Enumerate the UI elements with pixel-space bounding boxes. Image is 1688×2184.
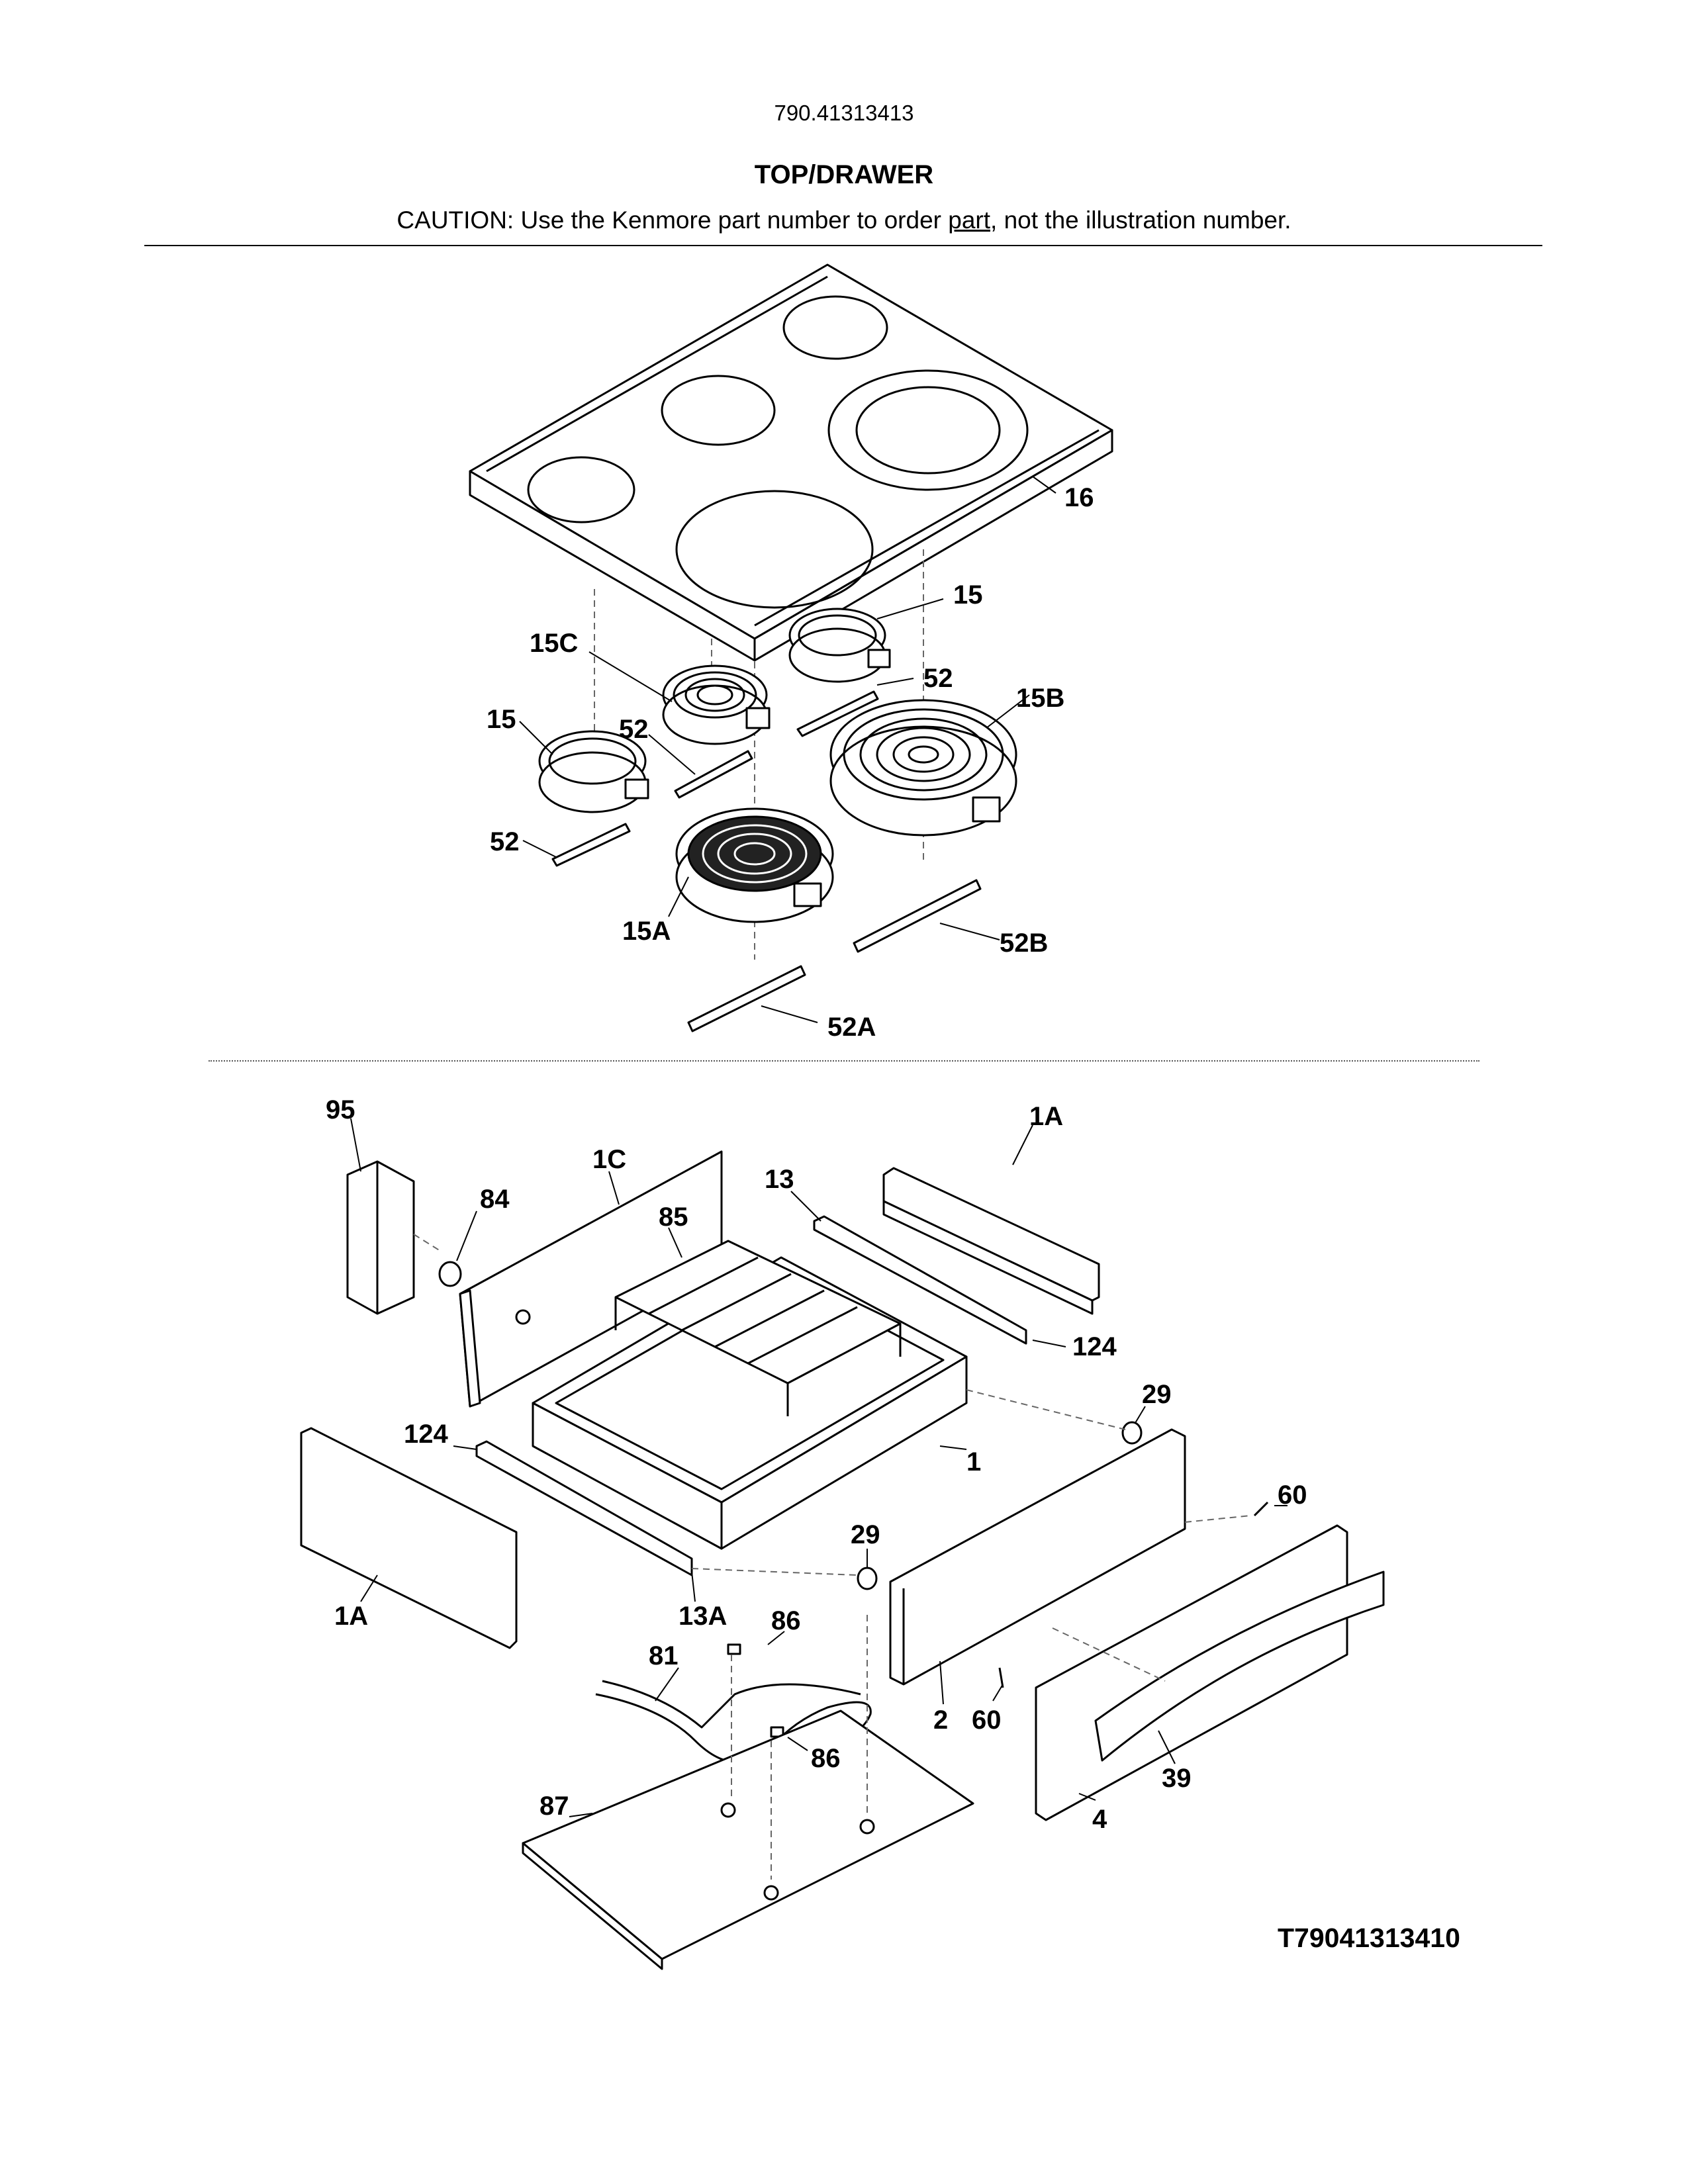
callout-15C: 15C <box>530 629 578 658</box>
strap-52A <box>687 965 806 1032</box>
leader-lines <box>350 476 1288 1817</box>
callout-labels: 16 15 15C 52 15B 15 52 52 15A 52B 52A 95… <box>326 483 1307 1834</box>
element-15-right <box>788 608 891 683</box>
spacer-29-right <box>1121 1421 1143 1445</box>
element-15-left <box>538 730 649 813</box>
callout-60-mid: 60 <box>972 1706 1002 1735</box>
callout-1A-left: 1A <box>334 1602 368 1631</box>
callout-39: 39 <box>1162 1764 1192 1793</box>
callout-124-left: 124 <box>404 1420 448 1449</box>
callout-124-right: 124 <box>1072 1332 1117 1361</box>
callout-52-top: 52 <box>923 664 953 693</box>
alignment-lines-bottom <box>413 1234 1252 1880</box>
callout-52-left: 52 <box>490 827 520 856</box>
element-15C <box>662 664 771 745</box>
handle-39 <box>1094 1570 1385 1762</box>
rear-panel-1A-top <box>882 1167 1100 1315</box>
callout-15A: 15A <box>622 917 671 946</box>
callout-2: 2 <box>933 1706 948 1735</box>
callout-60-right: 60 <box>1278 1480 1307 1510</box>
bracket-95 <box>346 1160 415 1315</box>
section-divider <box>209 1060 1479 1062</box>
caution-link: part <box>948 206 991 234</box>
callout-16: 16 <box>1064 483 1094 512</box>
clip-86-top <box>727 1643 741 1655</box>
cooktop-glass <box>469 263 1113 662</box>
caution-note: CAUTION: Use the Kenmore part number to … <box>0 206 1688 234</box>
side-panel-1A-left <box>300 1427 518 1649</box>
callout-84: 84 <box>480 1185 510 1214</box>
callout-4: 4 <box>1092 1805 1107 1834</box>
callout-15-right: 15 <box>953 580 983 610</box>
caution-prefix: CAUTION: Use the Kenmore part number to … <box>397 206 949 234</box>
callout-52B: 52B <box>1000 929 1048 958</box>
callout-15B: 15B <box>1016 684 1064 713</box>
header-divider <box>144 245 1542 246</box>
section-title: TOP/DRAWER <box>754 160 934 189</box>
callout-29-mid: 29 <box>851 1520 880 1549</box>
model-number: 790.41313413 <box>774 101 914 125</box>
strap-52-top <box>796 690 879 737</box>
callout-87: 87 <box>539 1792 569 1821</box>
screw-60-right <box>1253 1501 1269 1517</box>
callout-85: 85 <box>659 1203 688 1232</box>
callout-52-mid: 52 <box>619 715 649 744</box>
callout-95: 95 <box>326 1095 355 1124</box>
callout-13: 13 <box>765 1165 794 1194</box>
callout-86-top: 86 <box>771 1606 801 1635</box>
callout-29-right: 29 <box>1142 1380 1172 1409</box>
diagram-code: T79041313410 <box>1278 1923 1460 1953</box>
callout-52A: 52A <box>827 1013 876 1042</box>
element-15B <box>829 699 1017 837</box>
rack-85 <box>614 1240 902 1416</box>
strap-52-left <box>551 823 631 867</box>
callout-86-low: 86 <box>811 1744 841 1773</box>
callout-15-left: 15 <box>487 705 516 734</box>
strap-52-mid <box>674 750 753 799</box>
spacer-29-mid <box>857 1567 878 1590</box>
callout-1C: 1C <box>592 1145 626 1174</box>
caution-suffix: , not the illustration number. <box>990 206 1291 234</box>
slide-rail-13 <box>813 1215 1027 1345</box>
callout-81: 81 <box>649 1641 679 1670</box>
part-84 <box>438 1261 462 1287</box>
callout-1: 1 <box>966 1447 981 1477</box>
front-panel-2 <box>889 1428 1186 1686</box>
callout-1A-top: 1A <box>1029 1102 1063 1131</box>
bottom-panel-87 <box>522 1709 974 1970</box>
strap-52B <box>853 879 982 953</box>
element-15A <box>675 807 834 923</box>
callout-13A: 13A <box>679 1602 727 1631</box>
slide-rail-13A <box>475 1440 693 1576</box>
